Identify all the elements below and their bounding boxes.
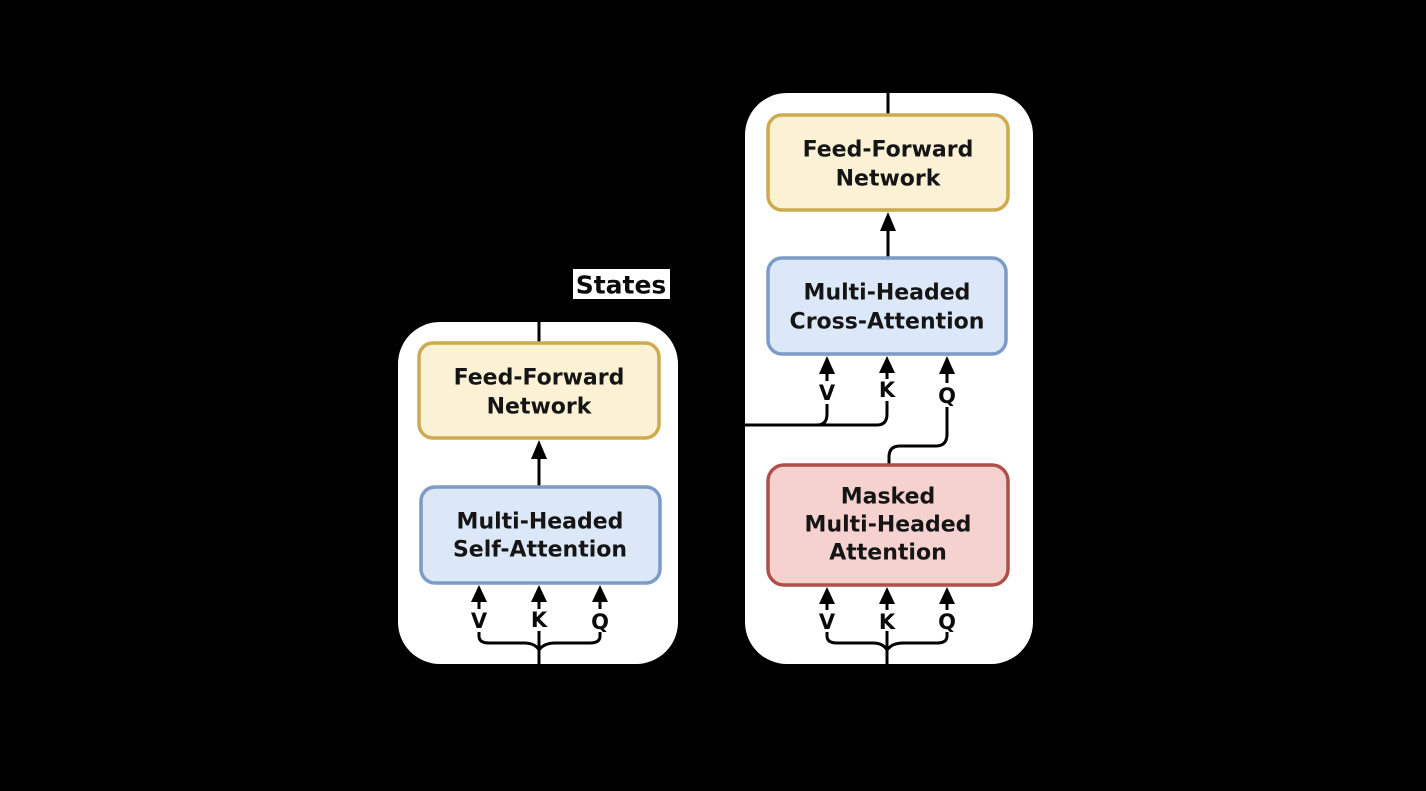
encoder-ffn-label-line2: Network	[487, 395, 593, 420]
decoder-ffn-input-arrow	[880, 212, 896, 258]
masked-attn-v-label: V	[819, 610, 836, 634]
decoder-ffn-label-line2: Network	[836, 167, 942, 192]
encoder-ffn-input-arrow	[531, 440, 547, 487]
states-label: States	[573, 269, 670, 300]
encoder-attn-label-line2: Self-Attention	[453, 538, 627, 563]
encoder-self-attention-box: Multi-Headed Self-Attention	[419, 485, 662, 585]
masked-attn-v-arrow	[819, 587, 835, 610]
states-label-text: States	[576, 271, 667, 300]
decoder-masked-attention-box: Masked Multi-Headed Attention	[766, 463, 1010, 587]
masked-attn-label-line3: Attention	[829, 541, 946, 566]
masked-attn-q-label: Q	[938, 610, 956, 634]
cross-attn-k-arrow	[879, 356, 895, 379]
encoder-v-label: V	[471, 609, 488, 633]
decoder-cross-attn-label-line2: Cross-Attention	[790, 310, 985, 335]
cross-attn-v-arrow	[819, 356, 835, 381]
masked-attn-k-label: K	[879, 610, 896, 634]
masked-attn-k-arrow	[879, 587, 895, 610]
encoder-attn-label-line1: Multi-Headed	[457, 510, 624, 535]
masked-to-q-wire	[887, 407, 949, 465]
encoder-ffn-box: Feed-Forward Network	[417, 341, 661, 440]
decoder-input-merge	[825, 631, 949, 664]
encoder-v-arrow	[471, 585, 487, 609]
encoder-input-merge	[477, 631, 602, 664]
cross-attn-q-label: Q	[938, 384, 956, 408]
decoder-cross-attn-label-line1: Multi-Headed	[804, 281, 971, 306]
states-to-vk-wire	[744, 401, 889, 427]
encoder-k-label: K	[531, 608, 548, 632]
encoder-q-arrow	[592, 585, 608, 609]
encoder-q-label: Q	[591, 610, 609, 634]
cross-attn-v-label: V	[819, 381, 836, 405]
encoder-k-arrow	[531, 585, 547, 609]
cross-attn-q-arrow	[939, 356, 955, 383]
cross-attn-k-label: K	[879, 378, 896, 402]
decoder-ffn-label-line1: Feed-Forward	[803, 138, 974, 163]
masked-attn-label-line1: Masked	[841, 485, 936, 510]
encoder-ffn-label-line1: Feed-Forward	[454, 366, 625, 391]
masked-attn-label-line2: Multi-Headed	[805, 513, 972, 538]
masked-attn-q-arrow	[939, 587, 955, 610]
decoder-cross-attention-box: Multi-Headed Cross-Attention	[766, 256, 1008, 356]
decoder-ffn-box: Feed-Forward Network	[766, 113, 1010, 212]
